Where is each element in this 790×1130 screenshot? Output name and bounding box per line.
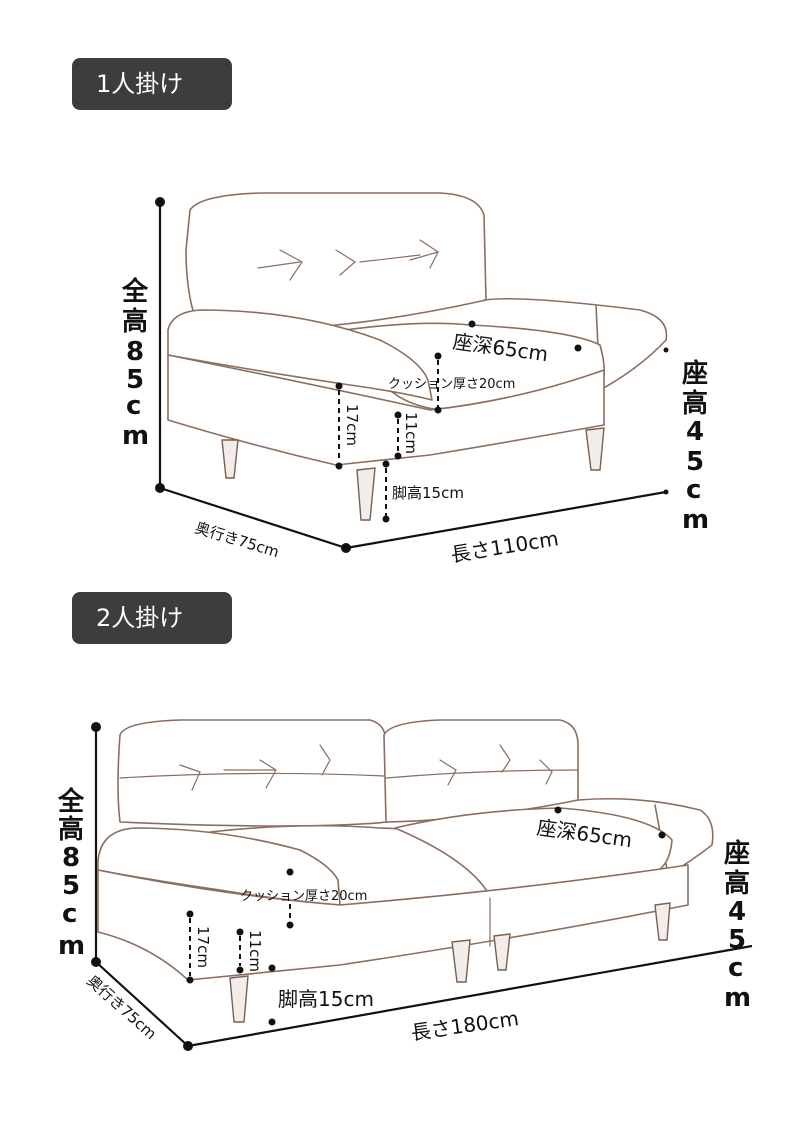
- arm-gap-label: 17cm: [194, 926, 212, 968]
- seat-gap-dot: [236, 966, 244, 974]
- seat-height-char: 4: [686, 417, 704, 447]
- seat-gap-label: 11cm: [402, 412, 420, 454]
- leg-height-dot: [382, 515, 390, 523]
- section-tag-double: 2人掛け: [72, 592, 232, 644]
- seat-height-char: 5: [728, 925, 746, 955]
- leg-height-dot: [382, 460, 390, 468]
- total-height-char: c: [126, 391, 141, 421]
- leg-height-label: 脚高15cm: [278, 987, 374, 1011]
- section-tag-single: 1人掛け: [72, 58, 232, 110]
- length-line: [187, 944, 753, 1048]
- cushion-dot: [286, 868, 294, 876]
- total-height-char: m: [122, 421, 149, 451]
- cushion-dot: [434, 406, 442, 414]
- single-sofa-illustration: [167, 192, 668, 521]
- seat-gap-dot: [394, 452, 402, 460]
- seat-depth-dot: [554, 806, 562, 814]
- leg-height-dot: [268, 1018, 276, 1026]
- seat-height-char: 高: [682, 388, 708, 419]
- total-height-char: 全: [121, 276, 149, 307]
- seat-depth-dot: [574, 344, 582, 352]
- seat-height-char: 座: [682, 358, 708, 389]
- seat-gap-dot: [236, 928, 244, 936]
- seat-depth-dot: [468, 320, 476, 328]
- length-end-dot: [663, 489, 669, 495]
- cushion-dot: [434, 352, 442, 360]
- seat-height-char: m: [724, 983, 751, 1013]
- arm-gap-dot: [335, 382, 343, 390]
- seat-depth-dot: [658, 831, 666, 839]
- seat-height-char: 4: [728, 897, 746, 927]
- cushion-label: クッション厚さ20cm: [240, 889, 367, 904]
- total-height-char: 8: [62, 843, 80, 873]
- leg-height-dot: [268, 964, 276, 972]
- total-height-char: 高: [122, 306, 148, 337]
- depth-line: [159, 486, 347, 550]
- total-height-char: m: [58, 931, 85, 961]
- leg-height-label: 脚高15cm: [392, 484, 464, 502]
- seat-gap-label: 11cm: [246, 930, 264, 972]
- total-height-char: c: [62, 899, 77, 929]
- arm-gap-dot: [186, 910, 194, 918]
- arm-gap-label: 17cm: [343, 404, 361, 446]
- seat-gap-dot: [394, 411, 402, 419]
- seat-height-char: c: [686, 475, 701, 505]
- length-label: 長さ180cm: [409, 1006, 520, 1045]
- total-height-char: 5: [62, 871, 80, 901]
- cushion-label: クッション厚さ20cm: [388, 377, 515, 392]
- total-height-char: 高: [58, 814, 84, 845]
- seat-height-char: 座: [724, 838, 750, 869]
- seat-height-top-dot: [663, 347, 669, 353]
- single-sofa-diagram: 全 高 8 5 c m 奥行き75cm 長さ110cm 座 高 4 5 c m …: [121, 192, 709, 567]
- arm-gap-dot: [186, 976, 194, 984]
- cushion-dot: [286, 921, 294, 929]
- total-height-char: 5: [126, 365, 144, 395]
- double-sofa-illustration: [97, 719, 714, 1023]
- depth-label: 奥行き75cm: [83, 972, 160, 1044]
- seat-height-char: c: [728, 953, 743, 983]
- length-line: [345, 490, 667, 550]
- seat-height-char: 5: [686, 447, 704, 477]
- total-height-char: 8: [126, 337, 144, 367]
- arm-gap-dot: [335, 462, 343, 470]
- total-height-char: 全: [57, 786, 85, 817]
- seat-height-char: m: [682, 505, 709, 535]
- depth-line: [95, 961, 189, 1047]
- total-height-top-dot: [155, 197, 165, 207]
- total-height-top-dot: [91, 722, 101, 732]
- seat-height-char: 高: [724, 868, 750, 899]
